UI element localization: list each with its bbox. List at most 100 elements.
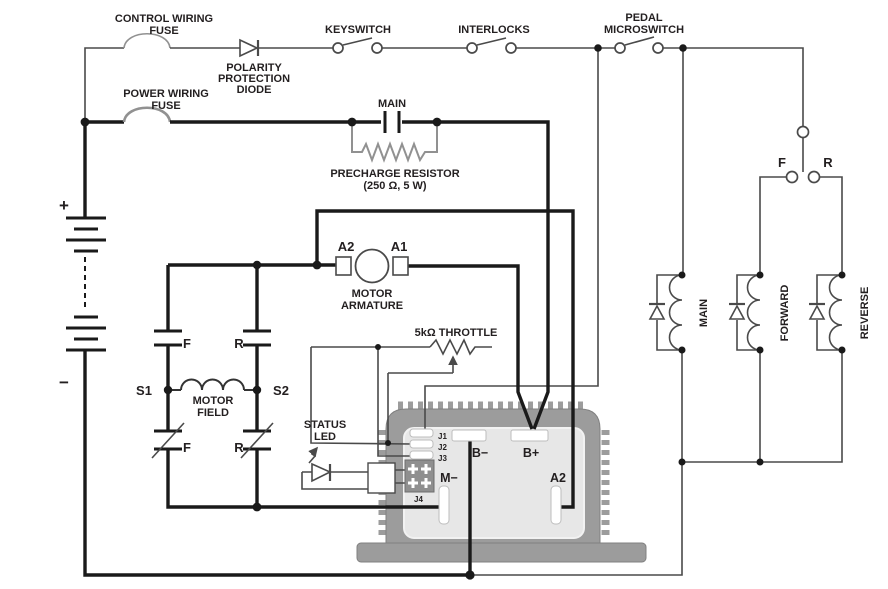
coil-reverse-label: REVERSE — [859, 287, 871, 340]
j3-terminal — [409, 450, 434, 460]
field-r-upper-label: R — [234, 336, 244, 351]
field-coil-icon — [180, 378, 245, 391]
throttle-label: 5kΩ THROTTLE — [415, 327, 498, 339]
main-contactor-label: MAIN — [378, 98, 406, 110]
pedal-microswitch-contact — [652, 42, 664, 54]
interlocks-contact — [466, 42, 478, 54]
precharge-resistor-icon — [351, 124, 438, 163]
s2-label: S2 — [273, 383, 289, 398]
pedal-microswitch-contact — [614, 42, 626, 54]
forward-wire — [759, 176, 787, 275]
motor-armature — [335, 248, 409, 284]
interlocks-label: INTERLOCKS — [458, 24, 530, 36]
s1-label: S1 — [136, 383, 152, 398]
control-fuse-label: CONTROL WIRING — [115, 13, 213, 25]
forward-coil-icon — [746, 274, 761, 351]
selector-f-contact — [785, 170, 799, 184]
field-f-upper-label: F — [183, 336, 191, 351]
status-led — [301, 446, 407, 494]
keyswitch-blade — [342, 37, 373, 46]
b-plus-label: B+ — [523, 446, 539, 460]
motor-field-label: MOTOR — [193, 395, 234, 407]
b-minus-terminal — [451, 429, 487, 442]
armature-a1-label: A1 — [391, 239, 408, 254]
interlocks-contact — [505, 42, 517, 54]
forward-reverse-switch — [759, 125, 843, 275]
battery — [66, 216, 106, 352]
throttle-low-wire — [311, 346, 430, 457]
f-nc-slash — [151, 422, 185, 459]
r-nc-slash — [240, 422, 274, 459]
coil-return-wires — [470, 350, 843, 576]
armature-icon — [354, 248, 390, 284]
led-plug — [367, 462, 396, 494]
power-fuse-label: POWER WIRING — [123, 88, 209, 100]
throttle — [310, 338, 492, 457]
motor-field-label2: FIELD — [197, 407, 229, 419]
j1-wire — [424, 48, 599, 432]
selector-common-contact — [796, 125, 810, 139]
contactor-coils — [470, 274, 843, 576]
m-minus-terminal — [438, 485, 450, 525]
precharge-label2: (250 Ω, 5 W) — [363, 180, 427, 192]
control-fuse-symbol — [123, 33, 171, 49]
power-fuse-symbol — [122, 106, 172, 123]
m-minus-label: M− — [440, 471, 458, 485]
a2-terminal — [550, 485, 562, 525]
main-coil-icon — [668, 274, 683, 351]
coil-forward-label: FORWARD — [779, 285, 791, 342]
diagram-labels: CONTROL WIRING FUSE KEYSWITCH INTERLOCKS… — [59, 12, 871, 504]
pedal-label2: MICROSWITCH — [604, 24, 684, 36]
a1-wire — [407, 264, 534, 430]
a2-terminal-wire — [315, 209, 575, 509]
j4-pins — [408, 464, 431, 488]
reverse-diode-branch — [816, 274, 842, 351]
selector-r-contact — [807, 170, 821, 184]
j2-label: J2 — [438, 443, 447, 452]
forward-diode-icon — [728, 304, 746, 320]
polarity-diode-label2: PROTECTION — [218, 73, 290, 85]
main-diode-branch — [656, 274, 682, 351]
throttle-j2-wire — [310, 347, 412, 445]
b-minus-label: B− — [472, 446, 488, 460]
reverse-coil-icon — [828, 274, 843, 351]
reverse-wire — [819, 176, 843, 275]
keyswitch-contact — [371, 42, 383, 54]
wire — [663, 47, 804, 127]
armature-terminal-a2 — [335, 256, 352, 276]
motor-armature-label: MOTOR — [352, 288, 393, 300]
keyswitch-label: KEYSWITCH — [325, 24, 391, 36]
precharge-label: PRECHARGE RESISTOR — [330, 168, 459, 180]
selector-r-label: R — [823, 155, 833, 170]
j4-connector — [404, 459, 435, 493]
keyswitch-contact — [332, 42, 344, 54]
battery-negative-rail — [83, 350, 470, 577]
j3-label: J3 — [438, 454, 447, 463]
j1-terminal — [409, 428, 434, 438]
a2-terminal-label: A2 — [550, 471, 566, 485]
status-led-label: STATUS — [304, 419, 346, 431]
armature-terminal-a1 — [392, 256, 409, 276]
armature-a2-label: A2 — [338, 239, 355, 254]
junction-dots — [80, 44, 846, 580]
led-icon — [311, 462, 332, 483]
motor-armature-label2: ARMATURE — [341, 300, 403, 312]
interlocks-blade — [476, 37, 507, 46]
main-diode-icon — [648, 304, 666, 320]
motor-field — [151, 263, 440, 509]
control-wiring — [84, 33, 804, 432]
battery-plus-label: + — [59, 196, 69, 215]
throttle-resistor-icon — [429, 338, 492, 356]
controller-terminals — [404, 428, 562, 525]
j1-label: J1 — [438, 432, 447, 441]
battery-minus-label: − — [59, 373, 69, 392]
polarity-diode-icon — [239, 38, 259, 58]
control-fuse-label2: FUSE — [149, 25, 178, 37]
field-r-lower-label: R — [234, 440, 244, 455]
polarity-diode-label: POLARITY — [226, 62, 282, 74]
led-emission-arrow-icon — [308, 446, 319, 464]
b-plus-terminal — [510, 429, 549, 442]
reverse-diode-icon — [808, 304, 826, 320]
